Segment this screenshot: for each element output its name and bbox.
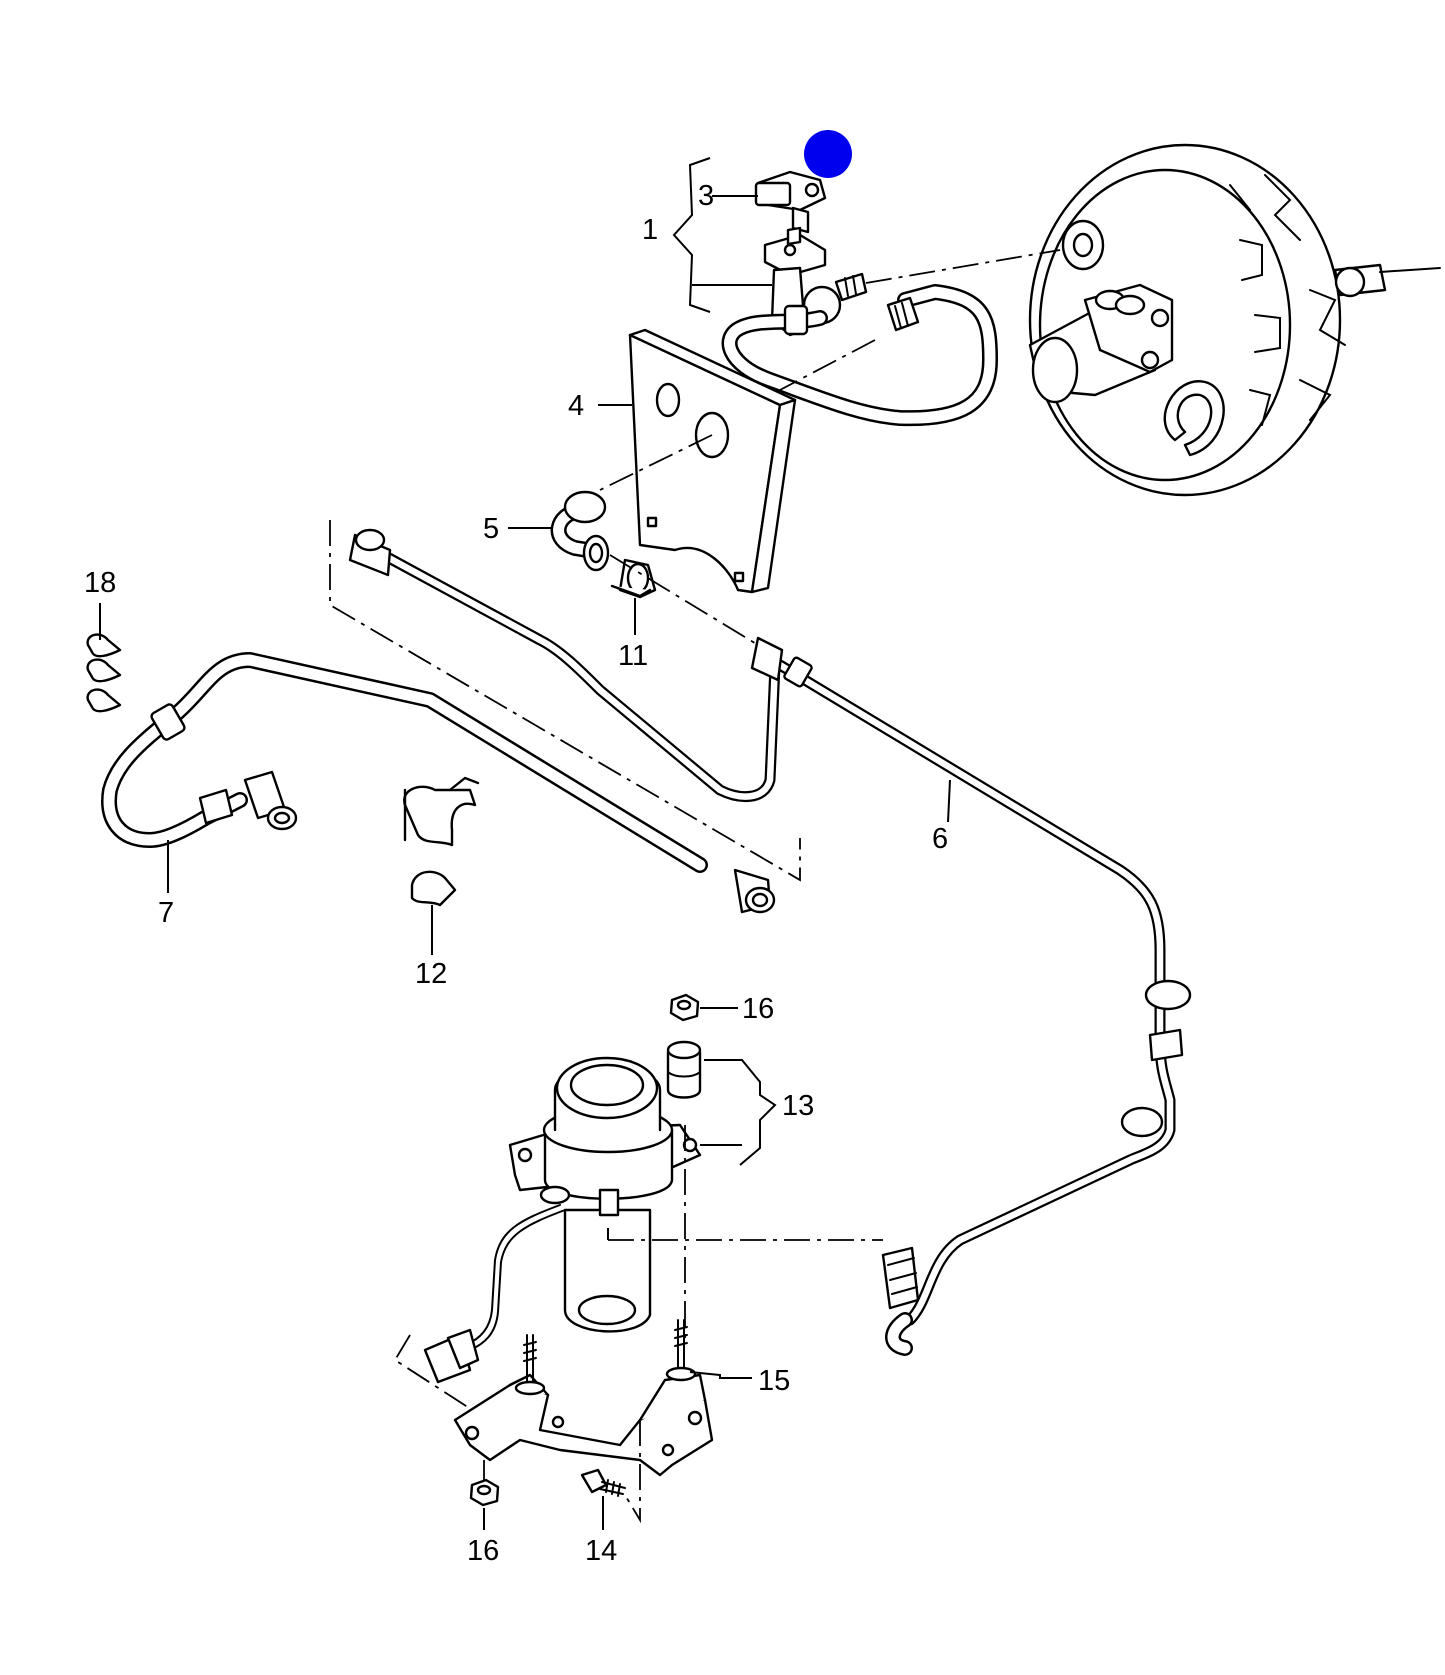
part-3-vacuum-sensor — [754, 170, 827, 234]
part-12-hose-bracket — [403, 776, 480, 907]
callout-4: 4 — [568, 390, 584, 422]
part-15-stud-left — [514, 1334, 546, 1396]
callout-6: 6 — [932, 823, 948, 855]
callout-3: 3 — [698, 180, 714, 212]
leader-lines — [99, 157, 951, 1530]
pump-mounting-bracket — [453, 1373, 714, 1477]
callout-7: 7 — [158, 897, 174, 929]
part-4-mounting-plate — [628, 328, 797, 594]
part-18-clip-set — [86, 633, 122, 713]
callout-16-upper: 16 — [742, 993, 774, 1025]
callout-15: 15 — [758, 1365, 790, 1397]
callout-16-lower: 16 — [467, 1535, 499, 1567]
callout-11: 11 — [618, 640, 648, 672]
callout-18: 18 — [84, 567, 116, 599]
part-5-elbow-connector — [550, 490, 610, 572]
part-16-nut-upper — [669, 993, 700, 1022]
part-13-rubber-mount — [666, 1040, 702, 1099]
callout-13: 13 — [782, 1090, 814, 1122]
part-7-hose — [101, 528, 776, 914]
blue-dot-marker-icon[interactable] — [804, 130, 852, 178]
callout-1: 1 — [642, 214, 658, 246]
pump-connector-cable — [423, 1204, 566, 1384]
part-15-stud-right — [665, 1319, 697, 1382]
callout-12: 12 — [415, 958, 447, 990]
vacuum-pump — [508, 1056, 702, 1333]
callout-14: 14 — [585, 1535, 617, 1567]
brake-booster — [1028, 143, 1441, 497]
part-16-nut-lower — [469, 1478, 500, 1507]
part-6-vacuum-line — [359, 539, 1192, 1356]
part-14-bolt — [580, 1468, 626, 1497]
part-1-hose-loop — [721, 284, 998, 427]
callout-5: 5 — [483, 513, 499, 545]
